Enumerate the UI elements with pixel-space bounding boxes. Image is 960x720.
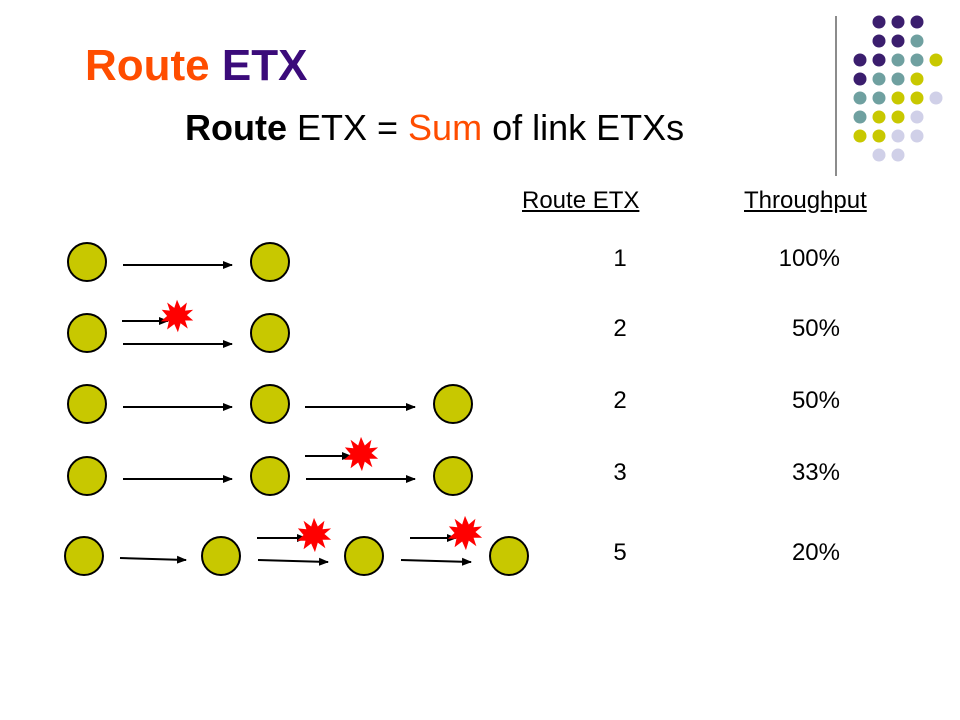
decor-dot [910,129,924,143]
row-1-throughput: 100% [778,245,840,272]
decor-dot [891,53,905,67]
routes-diagram [64,242,529,576]
decor-dot [872,53,886,67]
row-2-etx: 2 [613,315,627,342]
node-circle-icon [67,313,107,353]
explosion-icon [447,515,483,551]
subtitle-mid: ETX = [287,107,409,148]
explosion-icon [160,299,194,333]
node-circle-icon [67,384,107,424]
decor-dot [910,34,924,48]
arrow-icon [257,557,329,566]
node-circle-icon [489,536,529,576]
row-3-throughput: 50% [791,387,840,414]
decor-dot [929,53,943,67]
title-etx: ETX [221,41,308,90]
route-row-2 [67,299,290,353]
decor-dot [891,72,905,86]
decor-dot [853,129,867,143]
decor-dot [891,129,905,143]
node-circle-icon [250,384,290,424]
decor-dot [872,15,886,29]
slide-subtitle: Route ETX = Sum of link ETXs [185,106,684,150]
arrow-icon [400,557,472,566]
node-circle-icon [250,456,290,496]
node-circle-icon [201,536,241,576]
decor-dot [872,148,886,162]
decor-dot [891,148,905,162]
node-circle-icon [250,313,290,353]
decor-dot [872,91,886,105]
row-3-etx: 2 [613,387,627,414]
node-circle-icon [250,242,290,282]
subtitle-route: Route [185,107,287,148]
subtitle-end: of link ETXs [482,107,685,148]
decor-dot [910,15,924,29]
route-row-3 [67,384,473,424]
header-throughput: Throughput [744,187,867,214]
node-circle-icon [344,536,384,576]
decor-dot [891,110,905,124]
decor-dot [910,110,924,124]
decor-dot [853,72,867,86]
subtitle-sum: Sum [408,107,483,148]
route-row-5 [64,515,529,576]
decorative-dot-grid [835,15,943,176]
decor-dot [872,72,886,86]
decor-dot [910,53,924,67]
row-5-etx: 5 [613,539,627,566]
decor-dot [872,110,886,124]
node-circle-icon [433,384,473,424]
explosion-icon [296,517,332,553]
row-4-etx: 3 [613,459,627,486]
title-route: Route [85,41,222,90]
decor-dot [891,15,905,29]
decor-dot [891,34,905,48]
node-circle-icon [433,456,473,496]
decor-dot [872,129,886,143]
header-route-etx: Route ETX [522,187,640,214]
decor-dot [929,91,943,105]
node-circle-icon [67,456,107,496]
node-circle-icon [64,536,104,576]
row-2-throughput: 50% [791,315,840,342]
explosion-icon [343,436,379,472]
row-5-throughput: 20% [791,539,840,566]
row-1-etx: 1 [613,245,627,272]
decor-dot [891,91,905,105]
slide-title: Route ETX [85,40,307,92]
decor-dot [853,110,867,124]
row-4-throughput: 33% [791,459,840,486]
decor-dot [910,72,924,86]
node-circle-icon [67,242,107,282]
route-row-4 [67,436,473,496]
decor-dot [872,34,886,48]
decor-dot [853,53,867,67]
route-row-1 [67,242,290,282]
decor-dot [853,91,867,105]
arrow-icon [119,555,187,564]
decor-dot [910,91,924,105]
